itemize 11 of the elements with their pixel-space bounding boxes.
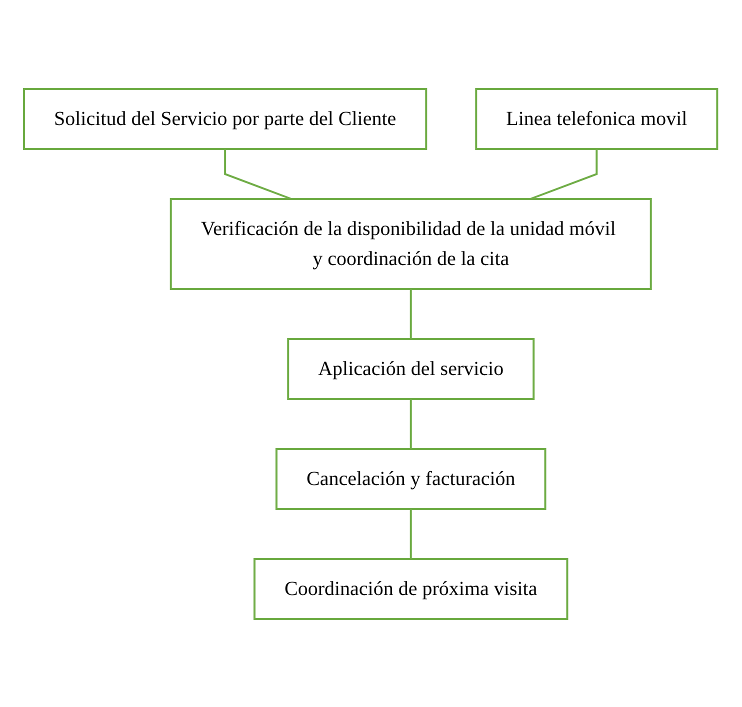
node-box: Cancelación y facturación <box>276 448 547 510</box>
node-box: Linea telefonica movil <box>476 88 719 150</box>
connector <box>224 148 292 200</box>
node-box: Coordinación de próxima visita <box>254 558 569 620</box>
connector <box>410 398 412 448</box>
connector <box>530 148 598 200</box>
node-box: Solicitud del Servicio por parte del Cliente <box>23 88 428 150</box>
node-box: Verificación de la disponibilidad de la unidad móvil y coordinación de la cita <box>170 198 652 290</box>
node-box: Aplicación del servicio <box>288 338 536 400</box>
connector <box>410 508 412 558</box>
connector <box>410 288 412 338</box>
